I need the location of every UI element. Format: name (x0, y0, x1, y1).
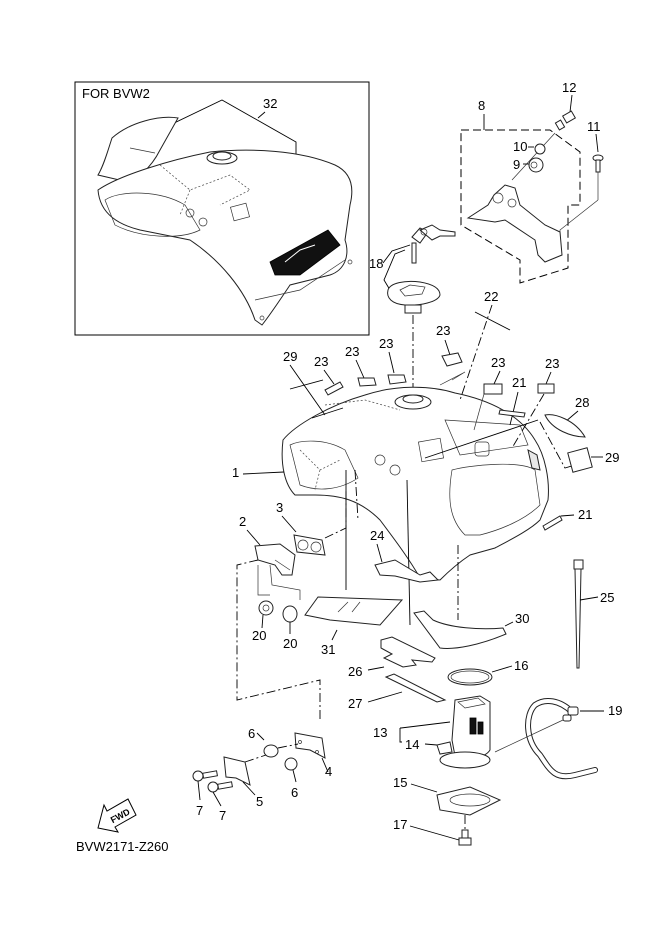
fuel-cap-keys: 18 (369, 224, 456, 395)
callout-23d: 23 (379, 336, 393, 351)
callout-29b: 29 (605, 450, 619, 465)
fwd-arrow-icon: FWD (97, 798, 137, 833)
callout-23f: 23 (545, 356, 559, 371)
callout-14: 14 (405, 737, 419, 752)
callout-26: 26 (348, 664, 362, 679)
fuel-pump-assembly: 16 13 14 19 15 17 (373, 658, 622, 846)
callout-16: 16 (514, 658, 528, 673)
callout-25: 25 (600, 590, 614, 605)
rear-mount-parts: 4 6 6 5 7 7 (192, 726, 332, 823)
callout-19: 19 (608, 703, 622, 718)
inset-bvw2: FOR BVW2 32 (74, 81, 370, 336)
callout-27: 27 (348, 696, 362, 711)
callout-15: 15 (393, 775, 407, 790)
callout-3: 3 (276, 500, 283, 515)
lower-panels: 24 31 30 26 27 (304, 528, 529, 711)
callout-23b: 23 (314, 354, 328, 369)
callout-23a: 23 (436, 323, 450, 338)
callout-2: 2 (239, 514, 246, 529)
callout-6a: 6 (248, 726, 255, 741)
callout-30: 30 (515, 611, 529, 626)
callout-17: 17 (393, 817, 407, 832)
callout-22: 22 (484, 289, 498, 304)
callout-20a: 20 (252, 628, 266, 643)
callout-21a: 21 (512, 375, 526, 390)
callout-32: 32 (263, 96, 277, 111)
callout-9: 9 (513, 157, 520, 172)
callout-4: 4 (325, 764, 332, 779)
callout-6b: 6 (291, 785, 298, 800)
callout-5: 5 (256, 794, 263, 809)
tank-stickers: 22 23 23 23 23 23 23 21 28 29 29 (283, 289, 619, 531)
callout-18: 18 (369, 256, 383, 271)
callout-10: 10 (513, 139, 527, 154)
callout-29a: 29 (283, 349, 297, 364)
callout-28: 28 (575, 395, 589, 410)
bracket-assembly: 8 12 10 9 11 (460, 80, 604, 284)
front-mount-parts: 3 2 20 20 (236, 490, 347, 720)
callout-8: 8 (478, 98, 485, 113)
callout-13: 13 (373, 725, 387, 740)
cable-tie: 25 (573, 559, 614, 669)
callout-7b: 7 (219, 808, 226, 823)
callout-7a: 7 (196, 803, 203, 818)
fuel-tank: 1 (232, 386, 549, 626)
callout-23e: 23 (491, 355, 505, 370)
callout-12: 12 (562, 80, 576, 95)
diagram-code: BVW2171-Z260 (76, 839, 169, 854)
callout-20b: 20 (283, 636, 297, 651)
callout-31: 31 (321, 642, 335, 657)
callout-21b: 21 (578, 507, 592, 522)
callout-23c: 23 (345, 344, 359, 359)
callout-24: 24 (370, 528, 384, 543)
callout-11: 11 (587, 119, 601, 134)
inset-title: FOR BVW2 (82, 86, 150, 101)
callout-1: 1 (232, 465, 239, 480)
